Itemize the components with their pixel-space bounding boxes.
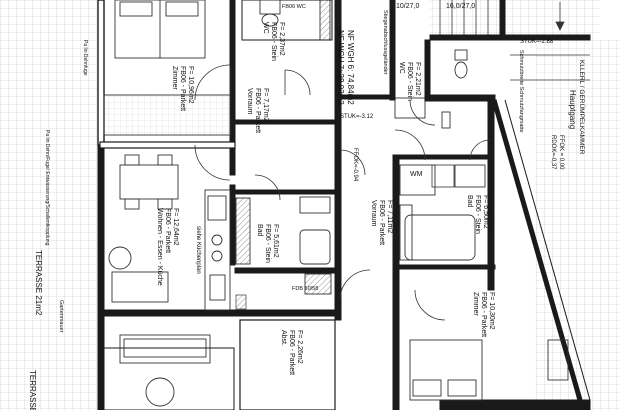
- room-zimmer-top-area: F= 10,96m2: [187, 66, 194, 104]
- unit-6-area-label: NF WGH 6: 74,84m2: [346, 30, 355, 105]
- washing-machine-icon: [431, 164, 455, 188]
- fb-small-label: FB06 WC: [282, 4, 306, 10]
- bed-top: [103, 0, 231, 136]
- room-bad-left-name: Bad: [256, 224, 263, 237]
- unit-7-area-label: NF WGH 7: 38,02m2: [336, 30, 345, 105]
- room-vorraum-left-name: Vorraum: [246, 88, 253, 115]
- rasen-label: Gartenmauer: [58, 300, 64, 333]
- bed-bottom-right: [409, 339, 569, 401]
- terrace-top: [430, 0, 600, 40]
- room-wohnen-floor: FB06 - Parkett: [164, 208, 171, 253]
- room-zimmer-right-name: Zimmer: [472, 292, 479, 316]
- ffok-label: FFOK = 0,00: [558, 135, 564, 170]
- room-wc-right-floor: FB06 - Stein: [406, 62, 413, 101]
- stuk-mid-label: STUK=-3.12: [340, 114, 374, 120]
- room-abst-floor: FB06 - Parkett: [288, 330, 295, 375]
- room-vorraum-right-area: F= 7,11m2: [386, 200, 393, 233]
- dim-label-2: 16,0/27,0: [446, 3, 475, 10]
- terrace-right: [535, 40, 620, 410]
- pa2-label: Pa lin Dehnfuge: [82, 40, 88, 76]
- schmutz-label: Schmutzbreite Schmutzfangmatte: [518, 50, 524, 133]
- bath-right-fixtures: [399, 49, 486, 261]
- room-bad-right-name: Bad: [466, 195, 473, 208]
- room-zimmer-top-floor: FB06 - Parkett: [179, 66, 186, 111]
- terrace-label-2: TERRASSE: [28, 370, 37, 410]
- stair-icon: [439, 0, 590, 81]
- keller-label: KLLERL / GERÜMPELKAMMER: [578, 60, 586, 155]
- room-vorraum-left-floor: FB06 - Parkett: [254, 88, 261, 133]
- sofa: [119, 334, 211, 407]
- stiege-label: Stiegenabschlussgeländer: [382, 10, 388, 75]
- room-wohnen-area: F= 12,64m2: [172, 208, 179, 246]
- room-vorraum-left-area: F= 7,17m2: [262, 88, 269, 122]
- room-wohnen-note: siehe Küchenplan: [195, 226, 201, 274]
- terrace-label-1: TERRASSE 21m2: [34, 250, 43, 316]
- walls: [97, 0, 591, 410]
- room-bad-left-floor: FB06 - Stein: [264, 224, 271, 263]
- room-wc-right-area: F= 2,21m2: [414, 62, 421, 96]
- dim-label-1: 10/27,0: [396, 3, 419, 10]
- room-vorraum-right-floor: FB06 - Parkett: [378, 200, 385, 245]
- text-layer: 10/27,0 16,0/27,0 STUK=-2.88 NF WGH 6: 7…: [28, 3, 586, 410]
- stuk-top-label: STUK=-2.88: [520, 39, 554, 45]
- dining-table: [108, 154, 179, 303]
- room-vorraum-right-name: Vorraum: [370, 200, 377, 227]
- room-wc-area: F= 2,37m2: [278, 22, 285, 56]
- room-wc-name: WC: [262, 22, 269, 34]
- pa-label: Pa lin Dehn/Fuge/ Entwässerung/Schallent…: [44, 130, 50, 246]
- kitchen-counter: [204, 189, 231, 311]
- room-wohnen-name: Wohnen - Essen - Küche: [156, 208, 163, 286]
- terrace-left: [0, 0, 100, 410]
- room-bad-right-area: F= 6,50m2: [482, 195, 489, 229]
- room-abst-area: F= 2,26m2: [296, 330, 303, 364]
- room-zimmer-top-name: Zimmer: [171, 66, 178, 90]
- rdok-label: RDOK=-0,37: [550, 135, 556, 170]
- room-zimmer-right-floor: FB06 - Parkett: [480, 292, 487, 337]
- fdb2-label: FDB 15/15: [488, 162, 494, 188]
- fdb1-label: FDB 50/58: [292, 286, 318, 292]
- room-abst-name: Abst.: [280, 330, 287, 346]
- room-wc-right-name: WC: [398, 62, 405, 74]
- room-zimmer-right-area: F= 10,30m2: [488, 292, 495, 330]
- fok-mid-label: FFOK=-0.94: [352, 148, 358, 182]
- room-bad-left-area: F= 5,61m2: [272, 224, 279, 258]
- door-swing-icon: [194, 64, 491, 321]
- room-wc-floor: FB06 - Stein: [270, 22, 277, 61]
- bath-left-fixtures: [259, 0, 331, 265]
- wm-label: WM: [410, 171, 423, 178]
- room-bad-right-floor: FB06 - Stein: [474, 195, 481, 234]
- hauptgang-label: Hauptgang: [568, 90, 577, 129]
